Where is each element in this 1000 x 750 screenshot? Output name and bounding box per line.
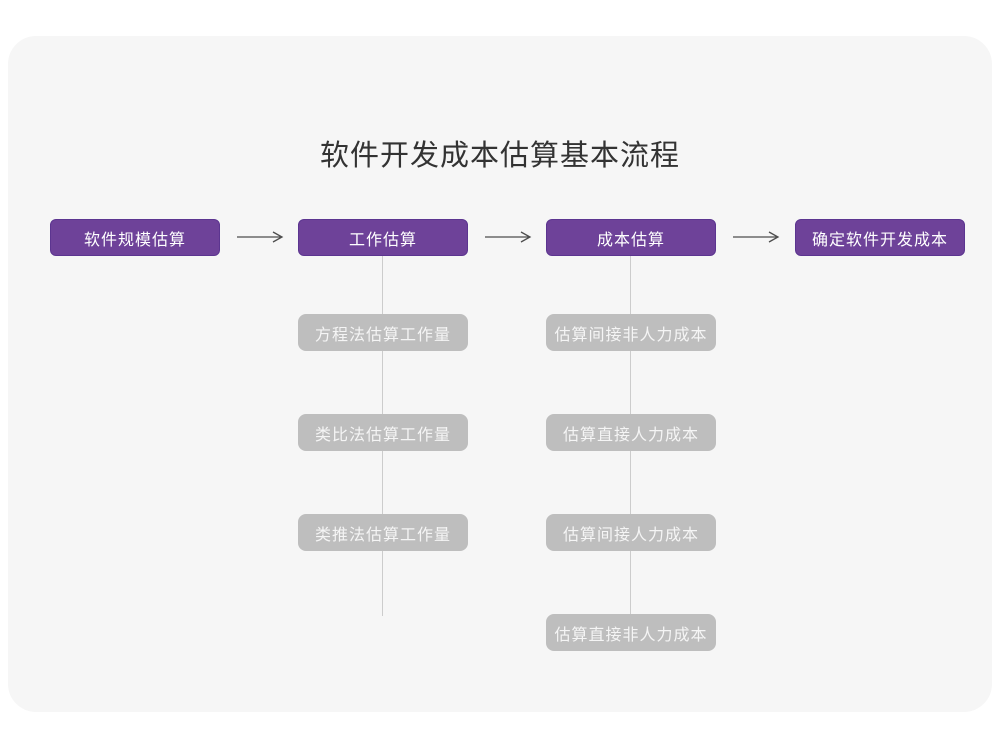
sub-node-direct-labor-cost: 估算直接人力成本 xyxy=(546,414,716,451)
sub-node-extrapolation-method: 类推法估算工作量 xyxy=(298,514,468,551)
flow-node-determine-development-cost: 确定软件开发成本 xyxy=(795,219,965,256)
flow-node-label: 成本估算 xyxy=(596,231,665,249)
sub-node-indirect-labor-cost: 估算间接人力成本 xyxy=(546,514,716,551)
flow-node-work-estimation: 工作估算 xyxy=(298,219,468,256)
sub-node-label: 类比法估算工作量 xyxy=(314,426,451,444)
right-arrow-icon xyxy=(485,231,532,243)
flow-node-label: 工作估算 xyxy=(348,231,417,249)
sub-node-label: 估算直接人力成本 xyxy=(562,426,699,444)
flow-node-cost-estimation: 成本估算 xyxy=(546,219,716,256)
sub-node-direct-non-labor-cost: 估算直接非人力成本 xyxy=(546,614,716,651)
flowchart-panel: 软件开发成本估算基本流程 软件规模估算 工作估算 成本估算 确定软件开发成本 xyxy=(8,36,992,712)
flow-node-label: 软件规模估算 xyxy=(83,231,186,249)
sub-node-indirect-non-labor-cost: 估算间接非人力成本 xyxy=(546,314,716,351)
right-arrow-icon xyxy=(733,231,780,243)
flow-node-software-scale-estimation: 软件规模估算 xyxy=(50,219,220,256)
sub-node-label: 方程法估算工作量 xyxy=(314,326,451,344)
sub-node-label: 估算间接非人力成本 xyxy=(554,326,708,344)
page-title: 软件开发成本估算基本流程 xyxy=(319,140,680,172)
flow-node-label: 确定软件开发成本 xyxy=(811,231,948,249)
right-arrow-icon xyxy=(237,231,284,243)
sub-node-label: 类推法估算工作量 xyxy=(314,526,451,544)
sub-node-label: 估算间接人力成本 xyxy=(562,526,699,544)
sub-node-analogy-method: 类比法估算工作量 xyxy=(298,414,468,451)
sub-node-equation-method: 方程法估算工作量 xyxy=(298,314,468,351)
sub-node-label: 估算直接非人力成本 xyxy=(554,626,708,644)
